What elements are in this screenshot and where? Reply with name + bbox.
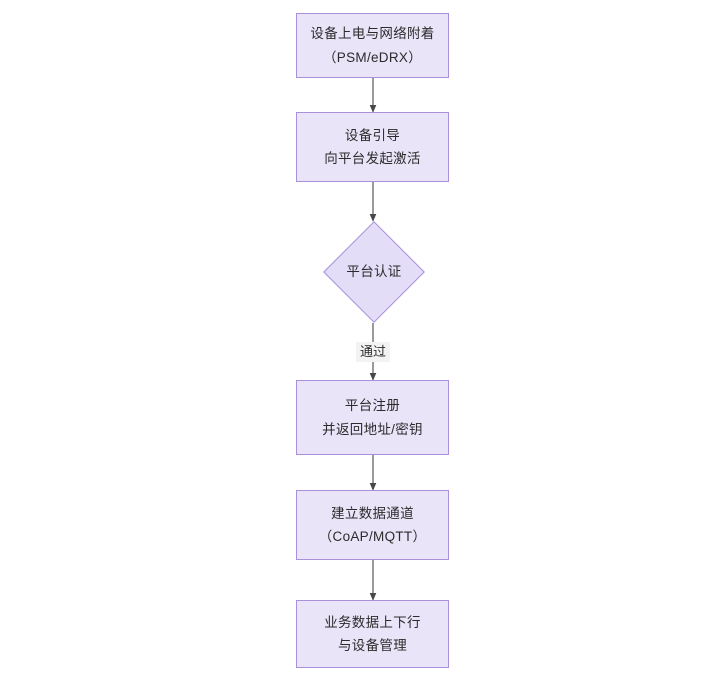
edge-label-pass: 通过 bbox=[355, 342, 391, 362]
node-business-data-and-device-management[interactable]: 业务数据上下行 与设备管理 bbox=[296, 600, 449, 668]
node-platform-registration[interactable]: 平台注册 并返回地址/密钥 bbox=[296, 380, 449, 455]
node-label-line: 设备引导 bbox=[344, 127, 401, 143]
node-label-line: 业务数据上下行 bbox=[324, 614, 421, 630]
node-device-power-on[interactable]: 设备上电与网络附着 （PSM/eDRX） bbox=[296, 13, 449, 78]
node-label-line: （PSM/eDRX） bbox=[322, 49, 423, 65]
node-label-line: 平台注册 bbox=[344, 398, 401, 414]
node-platform-authentication-decision[interactable]: 平台认证 bbox=[319, 221, 429, 323]
node-establish-data-channel[interactable]: 建立数据通道 （CoAP/MQTT） bbox=[296, 490, 449, 560]
node-label-line: （CoAP/MQTT） bbox=[318, 529, 427, 544]
node-label-line: 并返回地址/密钥 bbox=[322, 421, 423, 437]
node-label-line: 设备上电与网络附着 bbox=[310, 26, 435, 42]
node-label-line: 与设备管理 bbox=[338, 638, 407, 653]
node-label-line: 向平台发起激活 bbox=[324, 151, 421, 166]
node-device-bootstrap[interactable]: 设备引导 向平台发起激活 bbox=[296, 112, 449, 182]
node-label-line: 建立数据通道 bbox=[331, 505, 414, 521]
node-label-line: 平台认证 bbox=[346, 264, 402, 280]
